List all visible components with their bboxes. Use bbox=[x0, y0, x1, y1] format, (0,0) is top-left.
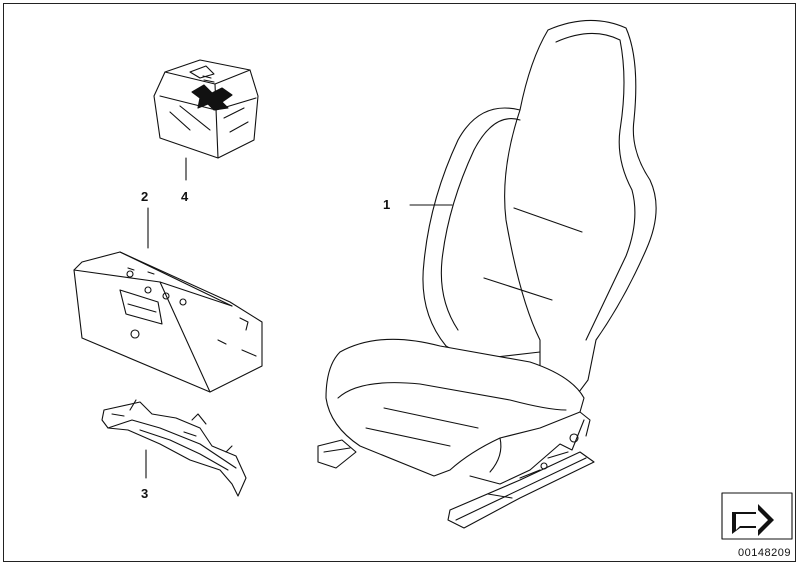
sport-seat-icon bbox=[317, 19, 657, 529]
storage-box-icon bbox=[73, 251, 263, 393]
first-aid-kit-icon bbox=[153, 59, 259, 159]
bracket-icon bbox=[101, 399, 247, 497]
callout-1: 1 bbox=[383, 197, 391, 212]
direction-arrow-icon bbox=[721, 492, 793, 540]
callout-3: 3 bbox=[141, 486, 149, 501]
callout-2: 2 bbox=[141, 189, 149, 204]
callout-4: 4 bbox=[181, 189, 189, 204]
document-number: 00148209 bbox=[738, 547, 791, 559]
